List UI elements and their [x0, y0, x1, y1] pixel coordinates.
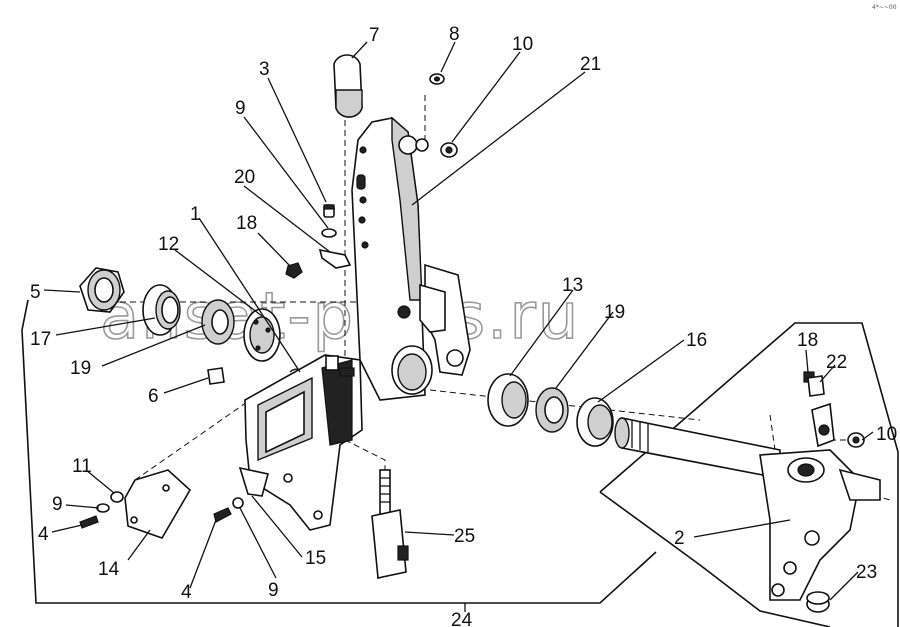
- clip-20: [318, 248, 352, 269]
- callout-1: 1: [190, 204, 201, 225]
- callout-8: 8: [449, 24, 460, 45]
- callout-9-top: 9: [235, 98, 246, 119]
- cap-nut-5: [79, 267, 125, 313]
- callout-25: 25: [454, 526, 475, 547]
- callout-labels: 7 8 10 21 3 9 20 1 18 12 5 17 19 6 13 19…: [30, 24, 897, 627]
- callout-19-right: 19: [604, 302, 625, 323]
- callout-19-left: 19: [70, 358, 91, 379]
- callout-16: 16: [686, 330, 707, 351]
- seal-19-left: [201, 299, 235, 345]
- callout-20: 20: [234, 167, 255, 188]
- screw-4-mid: [213, 507, 232, 523]
- callout-21: 21: [580, 54, 601, 75]
- callout-14: 14: [98, 559, 120, 580]
- callout-12: 12: [158, 234, 179, 255]
- bearing-13: [487, 373, 529, 427]
- main-lever-arm: [351, 116, 471, 401]
- callout-13: 13: [562, 275, 583, 296]
- spring-clip-right: [811, 402, 835, 448]
- nut-18-left: [285, 262, 303, 279]
- bushing-23: [806, 591, 830, 613]
- block-6: [207, 367, 225, 385]
- callout-4-left: 4: [38, 524, 49, 545]
- callout-18-left: 18: [236, 213, 257, 234]
- seal-19-right: [535, 387, 569, 433]
- callout-11: 11: [72, 456, 92, 477]
- callout-4-mid: 4: [181, 582, 192, 603]
- bushing-16: [576, 397, 614, 447]
- corner-reference: 4*~~00: [872, 4, 897, 11]
- nut-10-right: [847, 432, 865, 448]
- washer-9-mid: [232, 497, 244, 509]
- shaft-2: [614, 417, 881, 601]
- callout-17: 17: [30, 329, 51, 350]
- housing-bracket: [244, 354, 363, 531]
- callout-22: 22: [826, 352, 847, 373]
- washer-8: [429, 73, 445, 85]
- callout-23: 23: [856, 562, 877, 583]
- screw-3: [323, 204, 335, 218]
- cover-plate-14: [124, 469, 192, 539]
- callout-10-right: 10: [876, 424, 897, 445]
- washer-11: [110, 491, 124, 503]
- callout-18-right: 18: [797, 330, 818, 351]
- callout-9-mid: 9: [268, 580, 279, 601]
- callout-9-left: 9: [52, 494, 63, 515]
- bushing-22: [807, 375, 825, 397]
- knob-7: [333, 54, 363, 118]
- bearing-12: [243, 308, 281, 362]
- assembly-frame-24: [21, 299, 899, 627]
- callout-2: 2: [674, 528, 685, 549]
- callout-15: 15: [305, 548, 326, 569]
- bushing-17: [142, 284, 181, 336]
- washer-9-top: [321, 228, 337, 238]
- callout-24: 24: [451, 610, 473, 627]
- bracket-15: [238, 466, 269, 497]
- callout-6: 6: [148, 386, 159, 407]
- callout-3: 3: [259, 59, 270, 80]
- screw-4-left: [79, 515, 99, 529]
- stud-25: [371, 469, 409, 579]
- nut-10-top: [440, 142, 458, 158]
- callout-7: 7: [369, 25, 380, 46]
- leader-lines: [43, 41, 874, 601]
- callout-5: 5: [30, 282, 41, 303]
- callout-10-top: 10: [512, 34, 533, 55]
